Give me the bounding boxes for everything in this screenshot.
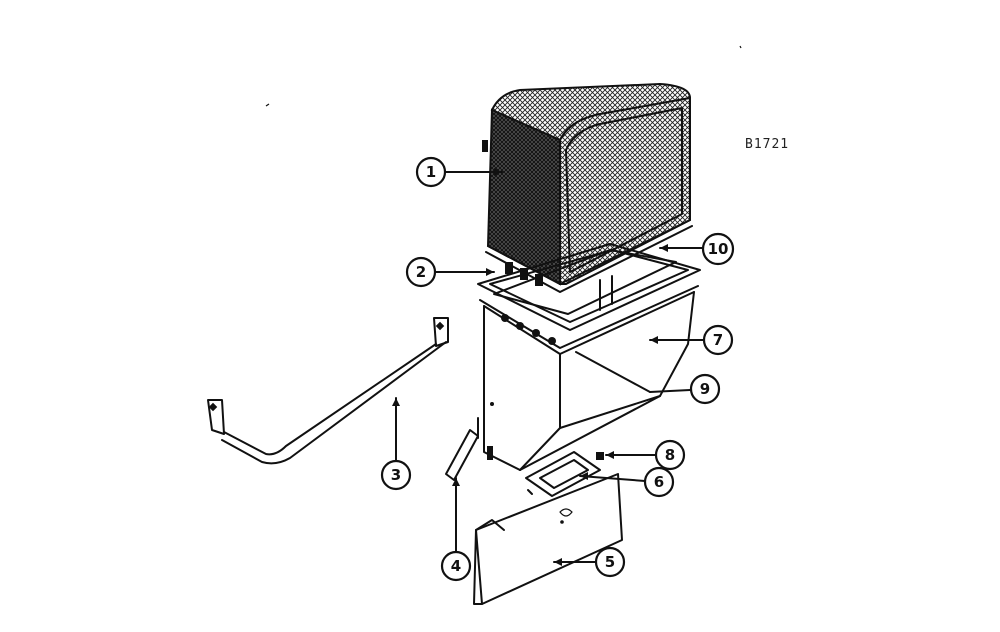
- lower-gasket: [477, 243, 701, 331]
- svg-text:6: 6: [654, 473, 664, 491]
- callout-4: 4: [440, 550, 472, 582]
- support-rod: [207, 317, 449, 465]
- svg-text:3: 3: [391, 466, 401, 484]
- bottom-shroud: [473, 473, 623, 605]
- callout-7: 7: [702, 324, 734, 356]
- shroud-housing: [479, 275, 699, 471]
- callout-8: 8: [654, 439, 686, 471]
- rod: [575, 351, 651, 393]
- leader-lines: [392, 168, 705, 566]
- radiator-core: [482, 82, 693, 293]
- stray-mark: [739, 45, 742, 49]
- svg-text:8: 8: [665, 446, 675, 464]
- svg-text:5: 5: [605, 553, 615, 571]
- svg-text:9: 9: [700, 380, 710, 398]
- callout-9: 9: [689, 373, 721, 405]
- callout-3: 3: [380, 459, 412, 491]
- stray-mark: [265, 103, 270, 107]
- callout-1: 1: [415, 156, 447, 188]
- fastener: [527, 489, 533, 495]
- svg-text:1: 1: [426, 163, 436, 181]
- callout-10: 10: [701, 232, 735, 266]
- callout-6: 6: [643, 466, 675, 498]
- brace: [445, 417, 479, 481]
- svg-text:7: 7: [713, 331, 723, 349]
- svg-text:10: 10: [708, 240, 729, 258]
- svg-text:2: 2: [416, 263, 426, 281]
- upper-gasket: [493, 249, 677, 315]
- plate-gasket: [525, 451, 604, 497]
- callout-2: 2: [405, 256, 437, 288]
- svg-text:4: 4: [451, 557, 461, 575]
- figure-id: B1721: [745, 137, 789, 152]
- callout-5: 5: [594, 546, 626, 578]
